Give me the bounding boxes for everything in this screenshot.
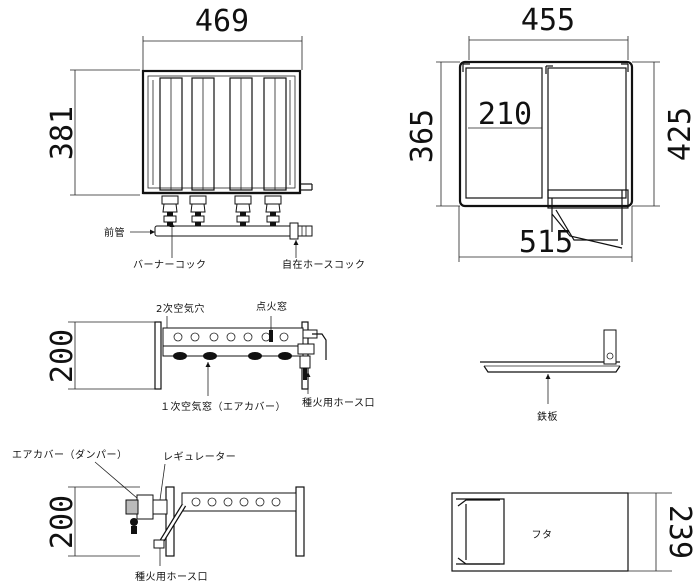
tray-left-compartment: [465, 67, 543, 199]
grill-frame: [141, 69, 302, 195]
secondary-air-holes: [173, 332, 289, 342]
front-pipe: [154, 225, 293, 237]
primary-air-windows: [173, 352, 292, 360]
dim-top-inner-width: 210: [478, 97, 532, 132]
dim-top-width: 455: [521, 3, 575, 38]
dim-top-outer-width: 515: [519, 225, 573, 260]
label-iron-plate: 鉄板: [537, 410, 558, 423]
lid-view: フタ 239: [451, 492, 697, 572]
side-view: 200 2次空気穴: [45, 300, 375, 413]
label-pilot-hose-port-1: 種火用ホース口: [302, 396, 375, 409]
lid-outline: [451, 492, 629, 572]
top-view: 455 210 365 425: [405, 3, 698, 262]
dim-top-left-depth: 365: [405, 109, 440, 163]
burner-bars: [159, 77, 287, 191]
side-top-rail: [162, 327, 304, 347]
lower-side-view: 200 エアカバー（ダンパー） レギュレーター 種火用ホース口: [12, 448, 305, 583]
label-lid: フタ: [532, 529, 553, 541]
front-view: 469 381: [45, 4, 366, 271]
label-burner-cock: バーナーコック: [133, 259, 207, 271]
label-pilot-hose-port-2: 種火用ホース口: [135, 570, 208, 583]
label-primary-air-window: １次空気窓（エアカバー）: [160, 400, 286, 413]
dim-front-width: 469: [195, 4, 249, 39]
air-cover-damper: [125, 499, 139, 515]
ignition-window-mark: [269, 330, 273, 342]
regulator-body: [136, 494, 154, 520]
lower-top-rail: [181, 492, 297, 512]
lower-leg-right: [295, 486, 305, 557]
dim-lower-side-height: 200: [45, 495, 80, 549]
label-ignition-window: 点火窓: [256, 300, 288, 313]
tray-right-compartment: [547, 67, 627, 199]
dim-side-height: 200: [45, 329, 80, 383]
side-leg-left: [154, 321, 162, 390]
dim-front-height: 381: [45, 106, 80, 160]
lower-air-holes: [191, 497, 281, 507]
label-secondary-air-hole: 2次空気穴: [156, 302, 205, 315]
label-regulator: レギュレーター: [163, 451, 236, 463]
dim-top-right-depth: 425: [663, 107, 698, 161]
label-air-cover-damper: エアカバー（ダンパー）: [12, 448, 128, 461]
dim-lid-depth: 239: [662, 505, 697, 559]
iron-plate-view: 鉄板: [480, 329, 621, 423]
label-free-hose-cock: 自在ホースコック: [282, 258, 366, 271]
burner-cocks: [161, 195, 282, 226]
tray-outer: [458, 60, 634, 208]
label-front-pipe: 前管: [104, 226, 125, 239]
